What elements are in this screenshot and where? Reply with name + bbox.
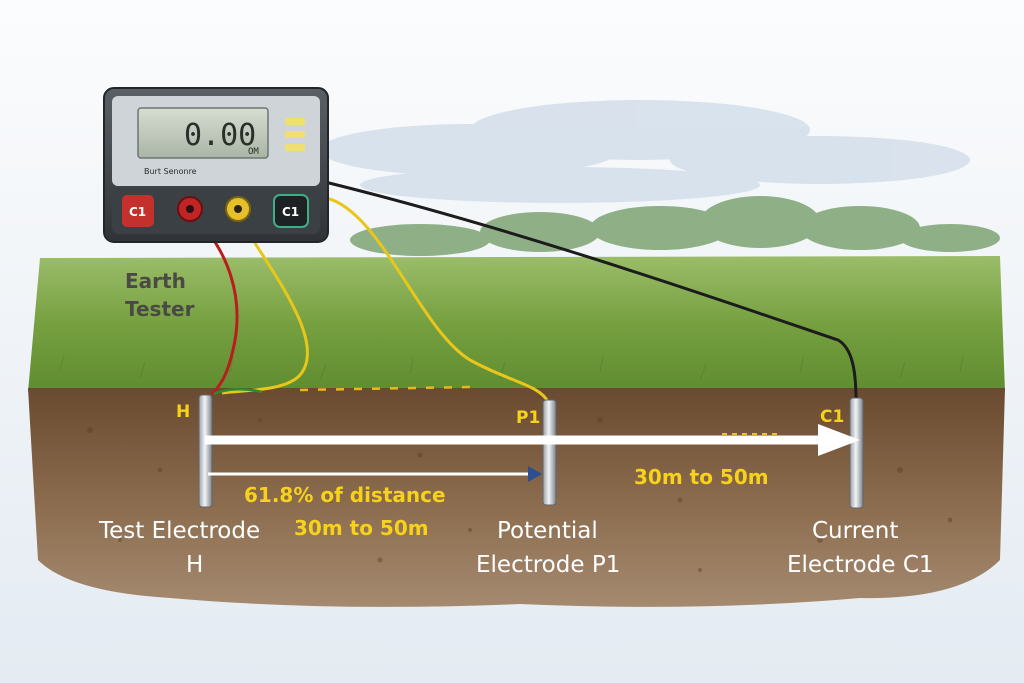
- electrode-p1-name-2: Electrode P1: [476, 552, 620, 578]
- electrode-c1-tag: C1: [820, 407, 844, 427]
- electrode-h-rod: [198, 394, 213, 508]
- electrode-h-name-2: H: [186, 552, 203, 578]
- lcd-screen: [137, 107, 269, 159]
- clouds: [320, 100, 970, 203]
- earth-tester-device: 0.00 OM Burt Senonre C1 C1: [103, 87, 329, 243]
- electrode-p1-tag: P1: [516, 408, 540, 428]
- electrode-c1-name-2: Electrode C1: [787, 552, 934, 578]
- terminal-c1-right-label: C1: [282, 205, 299, 219]
- distance-arrow-total-head: [818, 424, 860, 456]
- electrode-h-name-1: Test Electrode: [98, 518, 260, 544]
- wire-black: [324, 180, 858, 401]
- tester-button-2[interactable]: [285, 131, 305, 138]
- total-range-label: 30m to 50m: [634, 465, 769, 489]
- wire-yellow-p1: [325, 196, 550, 403]
- electrode-p1-name-1: Potential: [497, 518, 598, 544]
- lcd-reading: 0.00: [184, 118, 256, 153]
- grass-field: [28, 256, 1005, 392]
- soil-texture: [87, 417, 953, 572]
- distance-arrow-p1-head: [528, 466, 542, 482]
- terminal-c1-right[interactable]: [273, 194, 309, 228]
- wire-green: [213, 388, 263, 396]
- electrode-h-tag: H: [176, 402, 190, 422]
- tester-button-3[interactable]: [285, 144, 305, 151]
- brand-text: Burt Senonre: [144, 167, 197, 176]
- electrode-c1-name-1: Current: [812, 518, 898, 544]
- terminal-c1-left-label: C1: [129, 205, 146, 219]
- tree-line: [350, 196, 1000, 256]
- pct-distance-label: 61.8% of distance: [244, 483, 446, 507]
- earth-tester-label-1: Earth: [125, 269, 186, 293]
- electrode-p1-rod: [542, 399, 557, 506]
- electrode-c1-rod: [849, 397, 864, 509]
- tester-button-1[interactable]: [285, 118, 305, 125]
- pct-range-label: 30m to 50m: [294, 516, 429, 540]
- earth-tester-label-2: Tester: [125, 297, 195, 321]
- lcd-unit: OM: [248, 147, 259, 157]
- grass-texture: [59, 354, 964, 381]
- terminal-c1-left[interactable]: [122, 195, 154, 227]
